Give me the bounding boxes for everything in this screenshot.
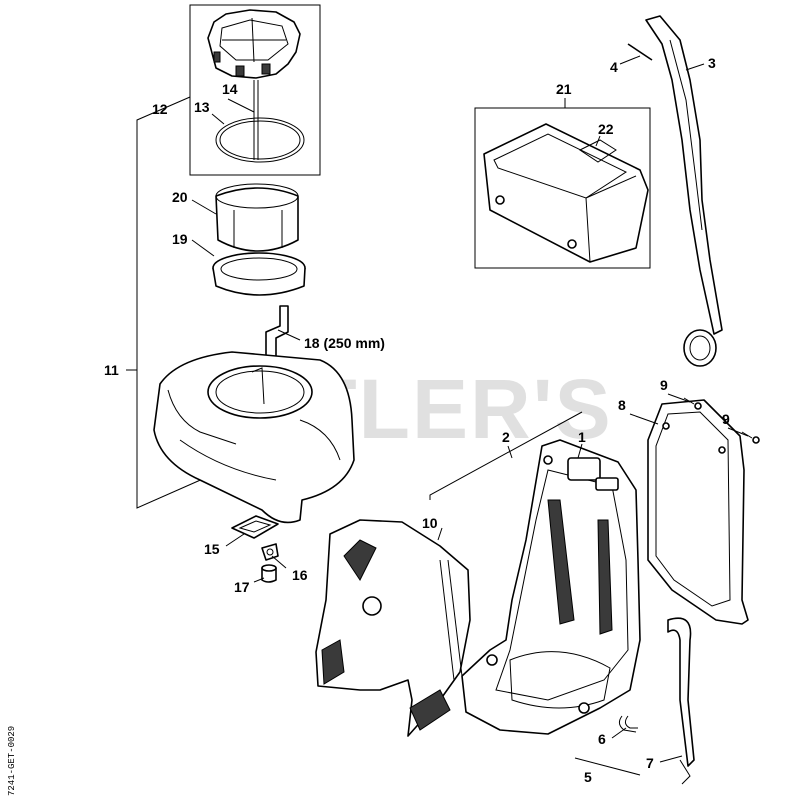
shoulder-strap <box>645 15 723 367</box>
leader-9b <box>727 427 749 437</box>
waist-strap <box>667 617 695 785</box>
leader-18 <box>277 329 301 341</box>
strap-insert <box>627 43 653 61</box>
callout-22: 22 <box>598 121 614 137</box>
strap-clip <box>618 715 638 733</box>
leader-6 <box>611 727 627 739</box>
leader-17 <box>253 577 265 583</box>
leader-2 <box>507 445 513 459</box>
valve-fitting <box>261 543 279 561</box>
leader-8 <box>629 413 659 425</box>
leader-3 <box>685 63 705 71</box>
tray-divider <box>579 139 617 163</box>
leader-14 <box>227 98 255 113</box>
leader-22 <box>595 135 601 147</box>
callout-8: 8 <box>618 397 626 413</box>
cap-tether <box>253 80 259 160</box>
drain-plug <box>261 564 277 583</box>
callout-2: 2 <box>502 429 510 445</box>
callout-16: 16 <box>292 567 308 583</box>
leader-20 <box>191 199 217 215</box>
callout-11: 11 <box>104 362 119 378</box>
cap-assembly-box <box>189 4 321 176</box>
tank-assembly-bracket <box>136 96 206 509</box>
callout-10: 10 <box>422 515 438 531</box>
filter-ring <box>212 252 306 296</box>
seal-ring <box>215 117 305 163</box>
leader-9a <box>667 393 691 403</box>
leader-15 <box>225 533 245 547</box>
bracket-5 <box>574 757 641 776</box>
side-cover <box>315 519 471 737</box>
spray-tank <box>153 351 355 524</box>
callout-1: 1 <box>578 429 586 445</box>
backplate-bracket <box>429 411 583 500</box>
callout-15: 15 <box>204 541 220 557</box>
callout-6: 6 <box>598 731 606 747</box>
callout-3: 3 <box>708 55 716 71</box>
backplate-frame <box>461 439 641 735</box>
figure-reference-code: 7241-GET-0029 <box>7 726 17 796</box>
callout-9-upper: 9 <box>660 377 668 393</box>
accessory-tray <box>483 123 649 263</box>
callout-12: 12 <box>152 101 168 117</box>
tray-box <box>474 107 651 269</box>
back-pad <box>647 399 749 625</box>
hose-250mm <box>265 305 289 363</box>
leader-7 <box>659 755 683 763</box>
callout-13: 13 <box>194 99 210 115</box>
tank-cap <box>207 9 301 79</box>
callout-19: 19 <box>172 231 188 247</box>
callout-18: 18 (250 mm) <box>304 335 385 351</box>
screw-upper <box>683 397 702 410</box>
callout-4: 4 <box>610 59 618 75</box>
callout-20: 20 <box>172 189 188 205</box>
leader-13 <box>211 113 225 125</box>
leader-19 <box>191 239 215 257</box>
strainer-sleeve <box>215 183 299 252</box>
leader-10 <box>437 527 443 541</box>
leader-16 <box>271 555 287 569</box>
callout-21: 21 <box>556 81 572 97</box>
leader-4 <box>619 55 641 65</box>
tank-gasket <box>231 515 279 539</box>
callout-9-lower: 9 <box>722 411 730 427</box>
screw-lower <box>741 431 760 444</box>
callout-14: 14 <box>222 81 238 97</box>
leader-1 <box>577 443 583 459</box>
callout-7: 7 <box>646 755 654 771</box>
callout-5: 5 <box>584 769 592 785</box>
callout-17: 17 <box>234 579 250 595</box>
